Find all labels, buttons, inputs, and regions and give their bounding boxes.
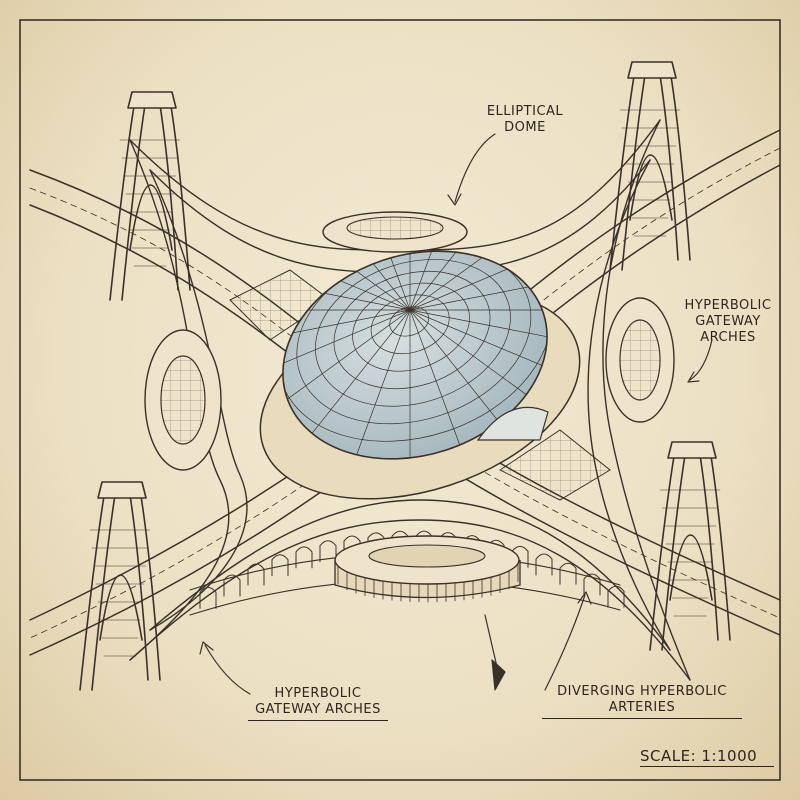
label-line: GATEWAY ARCHES xyxy=(248,702,388,721)
elliptical-dome xyxy=(255,218,581,500)
label-line: HYPERBOLIC xyxy=(684,298,772,313)
label-line: ARTERIES xyxy=(542,700,742,719)
vault-pavilion xyxy=(476,406,549,441)
scale-text: SCALE: 1:1000 xyxy=(640,748,774,767)
bottom-ring-building xyxy=(334,535,521,603)
scale-label: SCALE: 1:1000 xyxy=(640,748,774,767)
leader-arrows xyxy=(199,133,713,695)
gateway-arch-se xyxy=(649,441,731,651)
label-elliptical-dome: ELLIPTICAL DOME xyxy=(470,104,580,136)
plaza-se xyxy=(499,429,611,501)
label-line: DOME xyxy=(504,120,546,135)
label-line: ELLIPTICAL xyxy=(486,104,564,119)
left-oval-structure xyxy=(144,329,222,471)
right-oval-structure xyxy=(605,297,675,423)
label-line: HYPERBOLIC xyxy=(274,686,362,701)
label-hyperbolic-gateway-arches-left: HYPERBOLIC GATEWAY ARCHES xyxy=(248,686,388,721)
hyperbolic-arteries xyxy=(129,119,691,681)
gateway-arch-nw xyxy=(109,91,191,301)
sheet-border xyxy=(19,19,781,781)
label-line: GATEWAY xyxy=(695,314,761,329)
label-diverging-hyperbolic-arteries: DIVERGING HYPERBOLIC ARTERIES xyxy=(542,684,742,719)
label-line: DIVERGING HYPERBOLIC xyxy=(557,684,727,699)
gateway-arch-ne xyxy=(609,61,691,271)
top-ring-building xyxy=(322,211,468,253)
label-hyperbolic-gateway-arches-right: HYPERBOLIC GATEWAY ARCHES xyxy=(672,298,784,346)
label-line: ARCHES xyxy=(700,330,756,345)
gateway-arch-sw xyxy=(79,481,161,691)
